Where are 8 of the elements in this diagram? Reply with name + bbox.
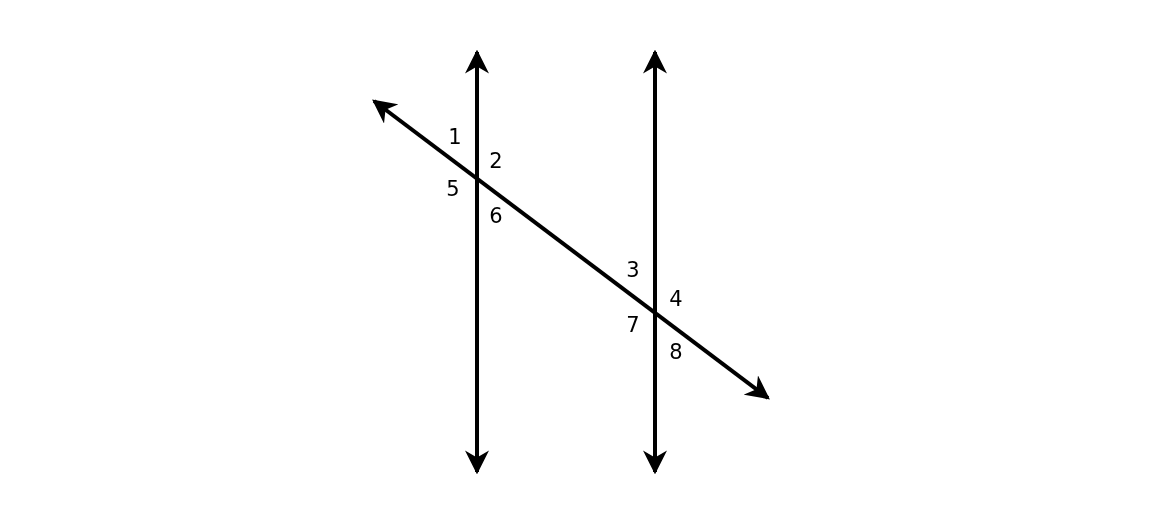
angle-number: 6 (489, 204, 503, 228)
angle-number: 2 (489, 149, 503, 173)
angle-number: 5 (446, 177, 460, 201)
angle-number: 4 (669, 287, 683, 311)
angle-number: 1 (448, 125, 462, 149)
angle-number: 8 (669, 340, 683, 364)
angle-number: 3 (626, 258, 640, 282)
angle-number: 7 (626, 313, 640, 337)
